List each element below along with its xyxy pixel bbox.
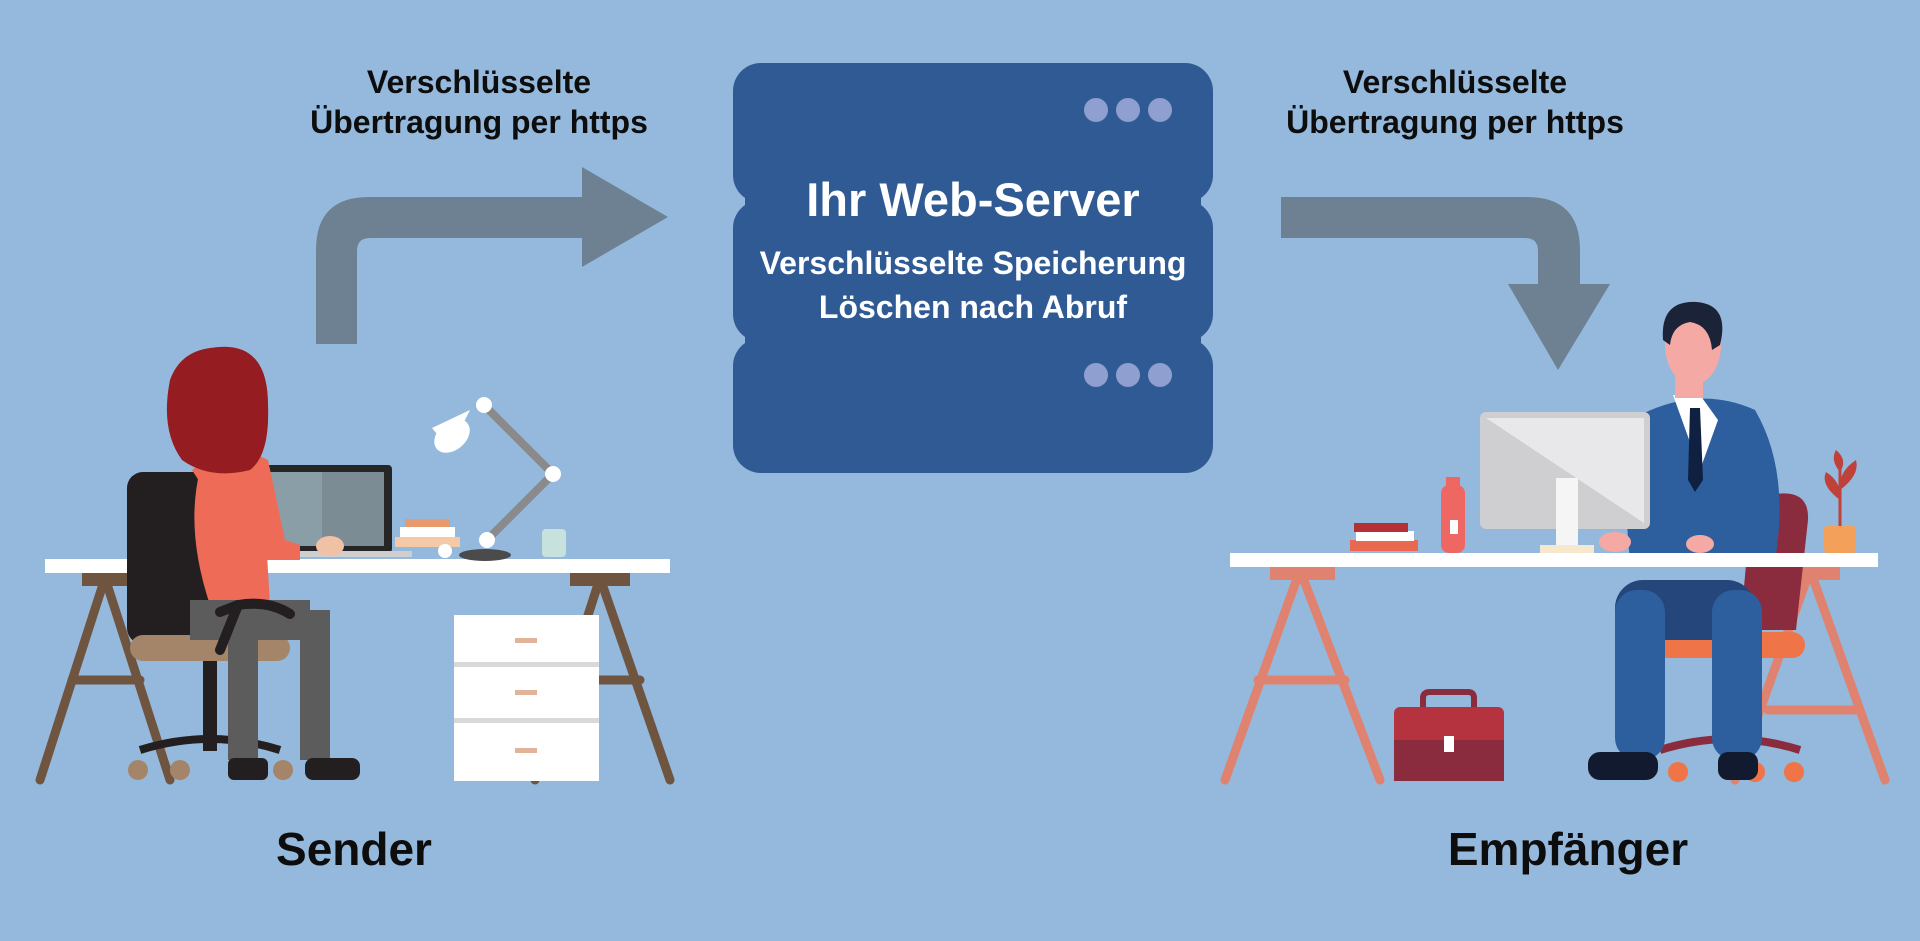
server-status-dots-top [1084, 98, 1172, 122]
woman-at-laptop-icon [35, 346, 675, 785]
briefcase-icon [1394, 689, 1504, 781]
server-feature-deletion: Löschen nach Abruf [818, 289, 1128, 325]
left-transfer-label: Verschlüsselte Übertragung per https [239, 62, 719, 142]
server-feature-storage: Verschlüsselte Speicherung [759, 245, 1187, 281]
right-transfer-line1: Verschlüsselte [1342, 64, 1568, 100]
arrow-right-icon [316, 167, 668, 344]
server-status-dots-bottom [1084, 363, 1172, 387]
desk-lamp-icon [432, 397, 561, 561]
right-transfer-line2: Übertragung per https [1286, 104, 1624, 140]
server-icon [733, 63, 1213, 473]
sender-label: Sender [276, 823, 432, 875]
plant-icon [1824, 450, 1857, 553]
right-transfer-label: Verschlüsselte Übertragung per https [1215, 62, 1695, 142]
left-transfer-line1: Verschlüsselte [366, 64, 592, 100]
man-at-computer-icon [1220, 301, 1890, 785]
server-title: Ihr Web-Server [806, 173, 1140, 226]
receiver-label: Empfänger [1447, 823, 1689, 875]
arrow-down-icon [1281, 197, 1610, 370]
left-transfer-line2: Übertragung per https [310, 104, 648, 140]
